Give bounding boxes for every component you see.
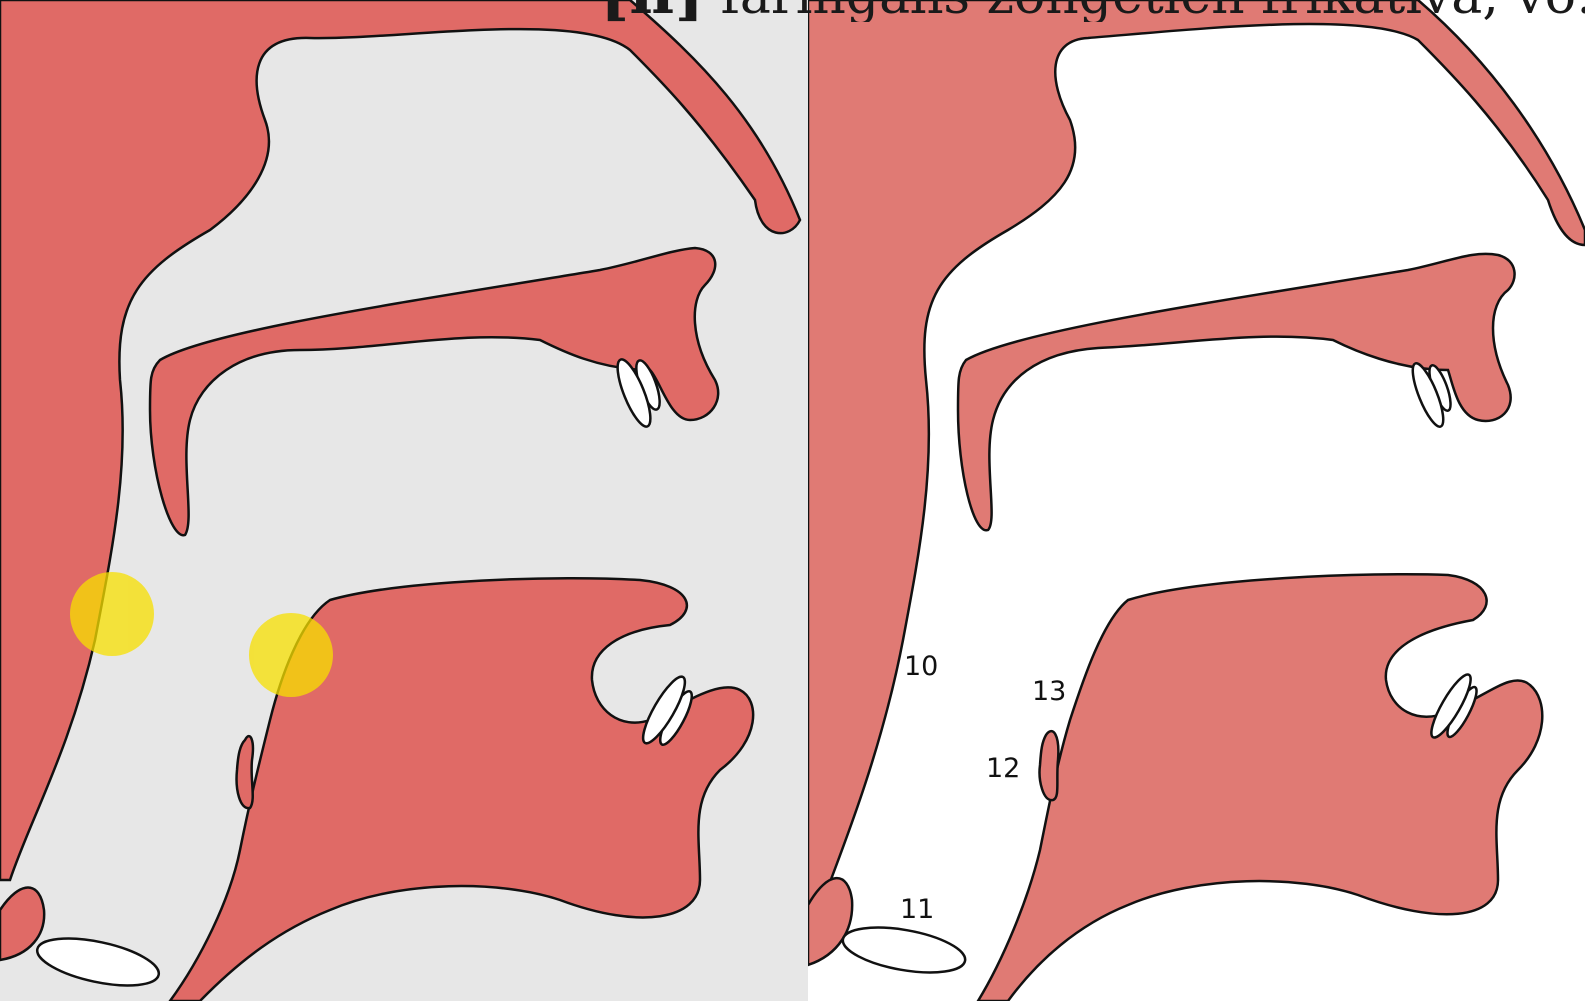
label-10: 10 xyxy=(904,651,938,682)
left-vocal-tract-svg xyxy=(0,0,808,1001)
label-13: 13 xyxy=(1032,676,1066,707)
ipa-symbol: [ʜ] xyxy=(600,0,704,22)
right-vocal-tract-svg: 10 11 12 13 xyxy=(808,0,1585,1001)
highlights xyxy=(70,572,333,697)
tongue xyxy=(978,574,1542,1001)
header-caption: [ʜ] faríngalis zöngétlen frikatíva, vö: xyxy=(600,0,1585,22)
label-11: 11 xyxy=(900,894,934,925)
epiglottis xyxy=(1040,731,1059,800)
right-anatomy xyxy=(808,0,1585,1001)
left-anatomy xyxy=(0,0,800,1001)
vocal-folds xyxy=(839,920,968,981)
highlight-tongue-root xyxy=(249,613,333,697)
caption-text: faríngalis zöngétlen frikatíva, vö: xyxy=(721,0,1585,22)
right-diagram-panel: 10 11 12 13 xyxy=(808,0,1585,1001)
vocal-folds xyxy=(33,930,163,995)
left-diagram-panel xyxy=(0,0,808,1001)
highlight-pharynx-wall xyxy=(70,572,154,656)
label-12: 12 xyxy=(986,753,1020,784)
epiglottis xyxy=(237,736,253,808)
